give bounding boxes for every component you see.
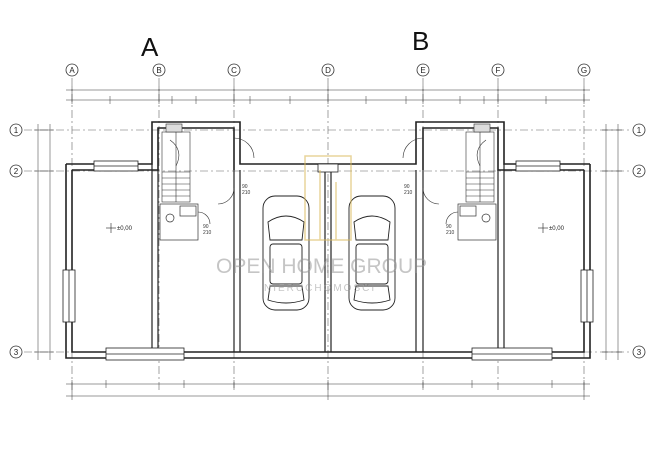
level-marker-left: ±0,00	[106, 223, 133, 233]
staircase-right	[465, 123, 495, 203]
col-tag-e: E	[420, 66, 425, 75]
windows	[62, 160, 594, 361]
door3-height: 210	[404, 190, 413, 196]
dimension-lines-sides	[34, 124, 622, 360]
unit-label-b: B	[412, 26, 430, 56]
col-tag-a: A	[69, 66, 75, 75]
row-tag-3-left: 3	[14, 348, 19, 357]
interior-walls	[151, 164, 505, 358]
door-swings	[197, 137, 459, 225]
door4-width: 90	[446, 224, 452, 230]
dimension-lines-bottom	[66, 380, 590, 400]
level-right-text: ±0,00	[549, 226, 565, 232]
car-right	[348, 195, 396, 311]
bathroom-left	[159, 203, 199, 241]
row-tag-1-left: 1	[14, 126, 19, 135]
col-tag-d: D	[325, 66, 331, 75]
col-tag-g: G	[581, 66, 587, 75]
col-tag-c: C	[231, 66, 237, 75]
door3-width: 90	[404, 184, 410, 190]
dimension-lines-top	[66, 86, 590, 104]
unit-label-a: A	[141, 32, 159, 62]
row-bubbles	[9, 123, 646, 359]
level-marker-right: ±0,00	[538, 223, 565, 233]
door-labels: 90 210 90 210 90 210 90 210	[203, 184, 455, 236]
row-tags: 1 2 3 1 2 3	[14, 126, 642, 357]
door2-height: 210	[203, 230, 212, 236]
level-left-text: ±0,00	[117, 226, 133, 232]
column-tags: A B C D E F G	[69, 66, 587, 75]
col-tag-f: F	[496, 66, 501, 75]
grid-lines-vertical	[71, 78, 585, 390]
row-tag-1-right: 1	[637, 126, 642, 135]
door1-height: 210	[242, 190, 251, 196]
watermark-logo-icon	[304, 155, 352, 241]
watermark-title: OPEN HOME GROUP	[216, 255, 428, 278]
row-tag-2-right: 2	[637, 167, 642, 176]
staircase-left	[161, 123, 191, 203]
door1-width: 90	[242, 184, 248, 190]
column-bubbles	[65, 63, 591, 77]
watermark-subtitle: NIERUCHOMOŚCI	[264, 283, 377, 294]
row-tag-3-right: 3	[637, 348, 642, 357]
col-tag-b: B	[156, 66, 161, 75]
car-left	[262, 195, 310, 311]
door2-width: 90	[203, 224, 209, 230]
row-tag-2-left: 2	[14, 167, 19, 176]
bathroom-right	[457, 203, 497, 241]
door4-height: 210	[446, 230, 455, 236]
